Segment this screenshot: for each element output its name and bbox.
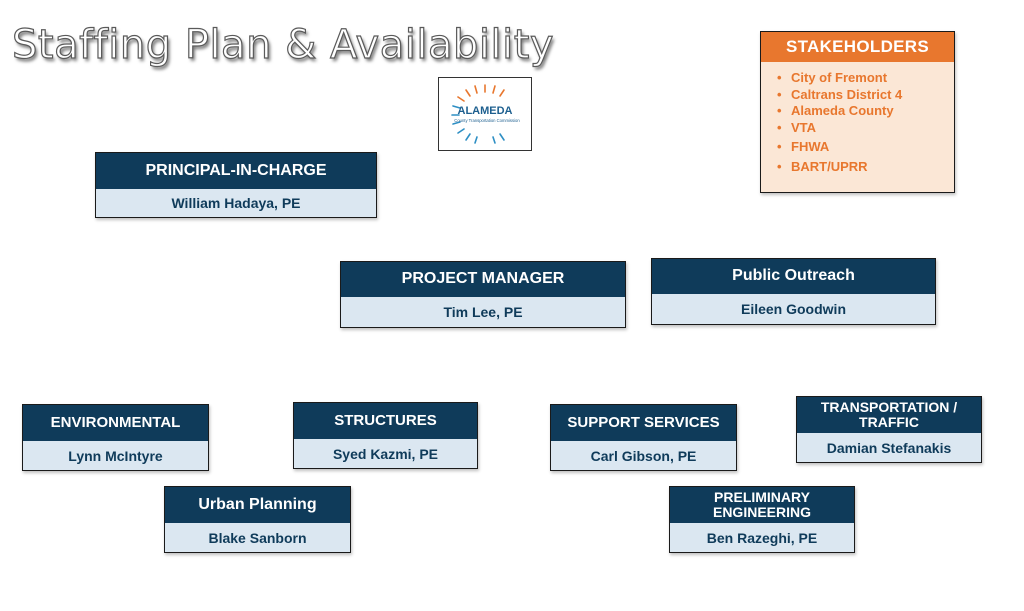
- transportation-traffic-box: TRANSPORTATION / TRAFFIC Damian Stefanak…: [796, 396, 982, 463]
- preliminary-engineering-title: PRELIMINARY ENGINEERING: [670, 487, 854, 523]
- logo-subtext: County Transportation Commission: [454, 118, 520, 123]
- environmental-box: ENVIRONMENTAL Lynn McIntyre: [22, 404, 209, 471]
- stakeholder-item: •BART/UPRR: [777, 158, 868, 174]
- principal-title: PRINCIPAL-IN-CHARGE: [96, 153, 376, 189]
- project-manager-title: PROJECT MANAGER: [341, 262, 625, 297]
- urban-planning-name: Blake Sanborn: [208, 529, 307, 546]
- principal-name: William Hadaya, PE: [171, 195, 301, 211]
- public-outreach-title: Public Outreach: [652, 259, 935, 294]
- structures-name: Syed Kazmi, PE: [332, 445, 439, 462]
- support-services-box: SUPPORT SERVICES Carl Gibson, PE: [550, 404, 737, 471]
- urban-planning-title: Urban Planning: [165, 487, 350, 523]
- project-manager-box: PROJECT MANAGER Tim Lee, PE: [340, 261, 626, 328]
- preliminary-engineering-name: Ben Razeghi, PE: [706, 529, 818, 546]
- alameda-ctc-logo-icon: ALAMEDA County Transportation Commission: [451, 84, 520, 144]
- transportation-traffic-title: TRANSPORTATION / TRAFFIC: [797, 397, 981, 433]
- stakeholder-item: •FHWA: [777, 139, 830, 154]
- project-manager-name: Tim Lee, PE: [443, 304, 523, 320]
- stakeholder-item: •City of Fremont: [777, 70, 888, 85]
- stakeholder-item: •VTA: [777, 119, 817, 135]
- preliminary-engineering-box: PRELIMINARY ENGINEERING Ben Razeghi, PE: [669, 486, 855, 553]
- transportation-traffic-name: Damian Stefanakis: [826, 439, 952, 456]
- svg-text:County Transportation Commissi: County Transportation Commission: [454, 118, 520, 123]
- structures-box: STRUCTURES Syed Kazmi, PE: [293, 402, 478, 469]
- public-outreach-name: Eileen Goodwin: [740, 301, 846, 317]
- environmental-title: ENVIRONMENTAL: [23, 405, 208, 441]
- structures-title: STRUCTURES: [294, 403, 477, 439]
- urban-planning-box: Urban Planning Blake Sanborn: [164, 486, 351, 553]
- support-services-title: SUPPORT SERVICES: [551, 405, 736, 441]
- alameda-logo: ALAMEDA County Transportation Commission: [438, 77, 532, 151]
- stakeholders-box: STAKEHOLDERS •City of Fremont •Caltrans …: [760, 31, 955, 193]
- public-outreach-box: Public Outreach Eileen Goodwin: [651, 258, 936, 325]
- environmental-name: Lynn McIntyre: [68, 447, 163, 464]
- support-services-name: Carl Gibson, PE: [590, 447, 697, 464]
- principal-in-charge-box: PRINCIPAL-IN-CHARGE William Hadaya, PE: [95, 152, 377, 218]
- stakeholder-item: •Caltrans District 4: [777, 86, 903, 102]
- stakeholder-item: •Alameda County: [777, 103, 894, 118]
- stakeholders-title: STAKEHOLDERS: [761, 32, 954, 62]
- stakeholders-list: •City of Fremont •Caltrans District 4 •A…: [777, 70, 954, 175]
- page-title: Staffing Plan & Availability: [11, 21, 555, 68]
- logo-text: ALAMEDA: [458, 105, 513, 117]
